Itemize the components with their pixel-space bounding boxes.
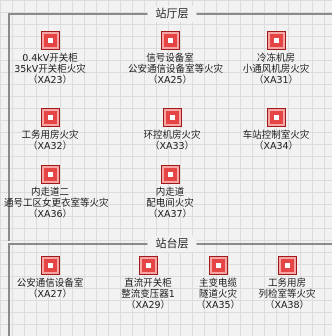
device-code: （XA37） — [147, 209, 193, 220]
station-hall-title: 站厅层 — [147, 6, 197, 22]
device-name: 直流开关柜 — [124, 278, 172, 289]
fire-zone-xa35[interactable]: 主变电缆 隧道火灾 （XA35） — [188, 256, 248, 311]
fire-zone-xa33[interactable]: 环控机房火灾 （XA33） — [130, 108, 214, 152]
fire-alarm-icon — [160, 31, 180, 50]
fire-alarm-icon — [138, 256, 158, 275]
device-description: 隧道火灾 — [198, 289, 237, 300]
device-name: 环控机房火灾 — [143, 130, 201, 141]
device-code: （XA36） — [27, 209, 73, 220]
device-code: （XA33） — [149, 141, 195, 152]
platform-border — [8, 243, 10, 336]
fire-alarm-icon — [40, 31, 60, 50]
device-name: 内走道 — [155, 187, 185, 198]
fire-zone-xa29[interactable]: 直流开关柜 整流变压器1 （XA29） — [110, 256, 186, 311]
platform-title: 站台层 — [147, 236, 197, 252]
device-name: 工务用房火灾 — [21, 130, 79, 141]
device-name: 公安通信设备室 — [16, 278, 84, 289]
fire-zone-xa25[interactable]: 信号设备室 公安通信设备室等火灾 （XA25） — [128, 31, 224, 86]
device-code: （XA32） — [27, 141, 73, 152]
fire-alarm-icon — [208, 256, 228, 275]
fire-zone-xa38[interactable]: 工务用房 列检室等火灾 （XA38） — [251, 256, 323, 311]
device-description: 35kV开关柜火灾 — [14, 64, 86, 75]
fire-alarm-icon — [40, 165, 60, 184]
device-name: 主变电缆 — [198, 278, 237, 289]
device-name: 内走道二 — [30, 187, 69, 198]
fire-zone-xa32[interactable]: 工务用房火灾 （XA32） — [8, 108, 92, 152]
fire-alarm-icon — [40, 108, 60, 127]
device-name: 工务用房 — [267, 278, 306, 289]
device-description: 通号工区女更衣室等火灾 — [4, 198, 109, 209]
device-code: （XA23） — [27, 75, 73, 86]
fire-alarm-icon — [162, 108, 182, 127]
fire-alarm-icon — [160, 165, 180, 184]
device-code: （XA38） — [264, 300, 310, 311]
fire-alarm-icon — [266, 31, 286, 50]
device-code: （XA35） — [195, 300, 241, 311]
device-code: （XA29） — [125, 300, 171, 311]
device-code: （XA27） — [27, 289, 73, 300]
fire-zone-xa23[interactable]: 0.4kV开关柜 35kV开关柜火灾 （XA23） — [8, 31, 92, 86]
device-name: 0.4kV开关柜 — [22, 53, 78, 64]
fire-zone-xa34[interactable]: 车站控制室火灾 （XA34） — [234, 108, 318, 152]
station-hall-border — [8, 13, 10, 241]
fire-zone-xa31[interactable]: 冷冻机房 小通风机房火灾 （XA31） — [234, 31, 318, 86]
device-name: 信号设备室 — [146, 53, 194, 64]
fire-alarm-icon — [40, 256, 60, 275]
device-code: （XA34） — [253, 141, 299, 152]
device-code: （XA31） — [253, 75, 299, 86]
device-description: 整流变压器1 — [121, 289, 175, 300]
fire-alarm-icon — [277, 256, 297, 275]
device-code: （XA25） — [147, 75, 193, 86]
device-description: 小通风机房火灾 — [242, 64, 310, 75]
fire-zone-xa37[interactable]: 内走道 配电间火灾 （XA37） — [128, 165, 212, 220]
device-name: 冷冻机房 — [256, 53, 295, 64]
fire-zone-xa36[interactable]: 内走道二 通号工区女更衣室等火灾 （XA36） — [4, 165, 109, 220]
fire-zone-xa27[interactable]: 公安通信设备室 （XA27） — [8, 256, 92, 300]
device-description: 配电间火灾 — [146, 198, 194, 209]
device-description: 公安通信设备室等火灾 — [128, 64, 224, 75]
device-description: 列检室等火灾 — [258, 289, 316, 300]
device-name: 车站控制室火灾 — [242, 130, 310, 141]
fire-alarm-icon — [266, 108, 286, 127]
